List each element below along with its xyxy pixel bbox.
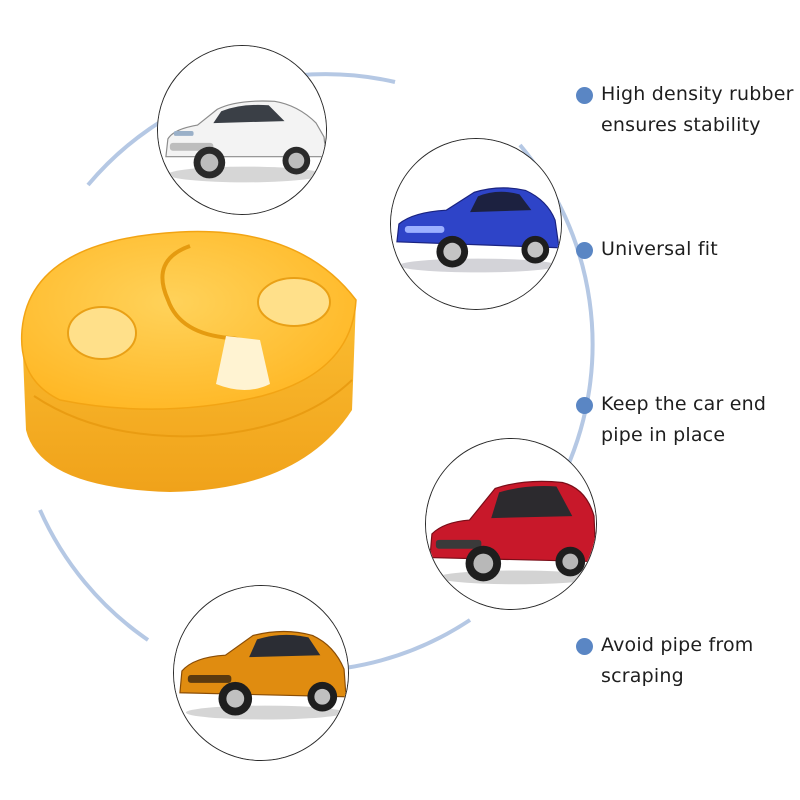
bullet-dot-icon (576, 87, 593, 104)
red-hatchback-image (425, 438, 597, 610)
feature-text: High density rubber ensures stability (601, 83, 794, 136)
bullet-dot-icon (576, 242, 593, 259)
white-sedan-image (157, 45, 327, 215)
feature-item-keep-pipe: Keep the car end pipe in place (576, 389, 766, 451)
orange-sports-car-image (173, 585, 349, 761)
feature-text: Keep the car end pipe in place (601, 393, 767, 446)
feature-item-high-density: High density rubber ensures stability (576, 79, 794, 141)
feature-text: Avoid pipe from scraping (601, 634, 754, 687)
blue-sports-car-image (390, 138, 562, 310)
bullet-dot-icon (576, 638, 593, 655)
bullet-dot-icon (576, 397, 593, 414)
feature-item-avoid-scraping: Avoid pipe from scraping (576, 630, 753, 692)
feature-text: Universal fit (601, 238, 718, 260)
feature-item-universal-fit: Universal fit (576, 234, 718, 265)
